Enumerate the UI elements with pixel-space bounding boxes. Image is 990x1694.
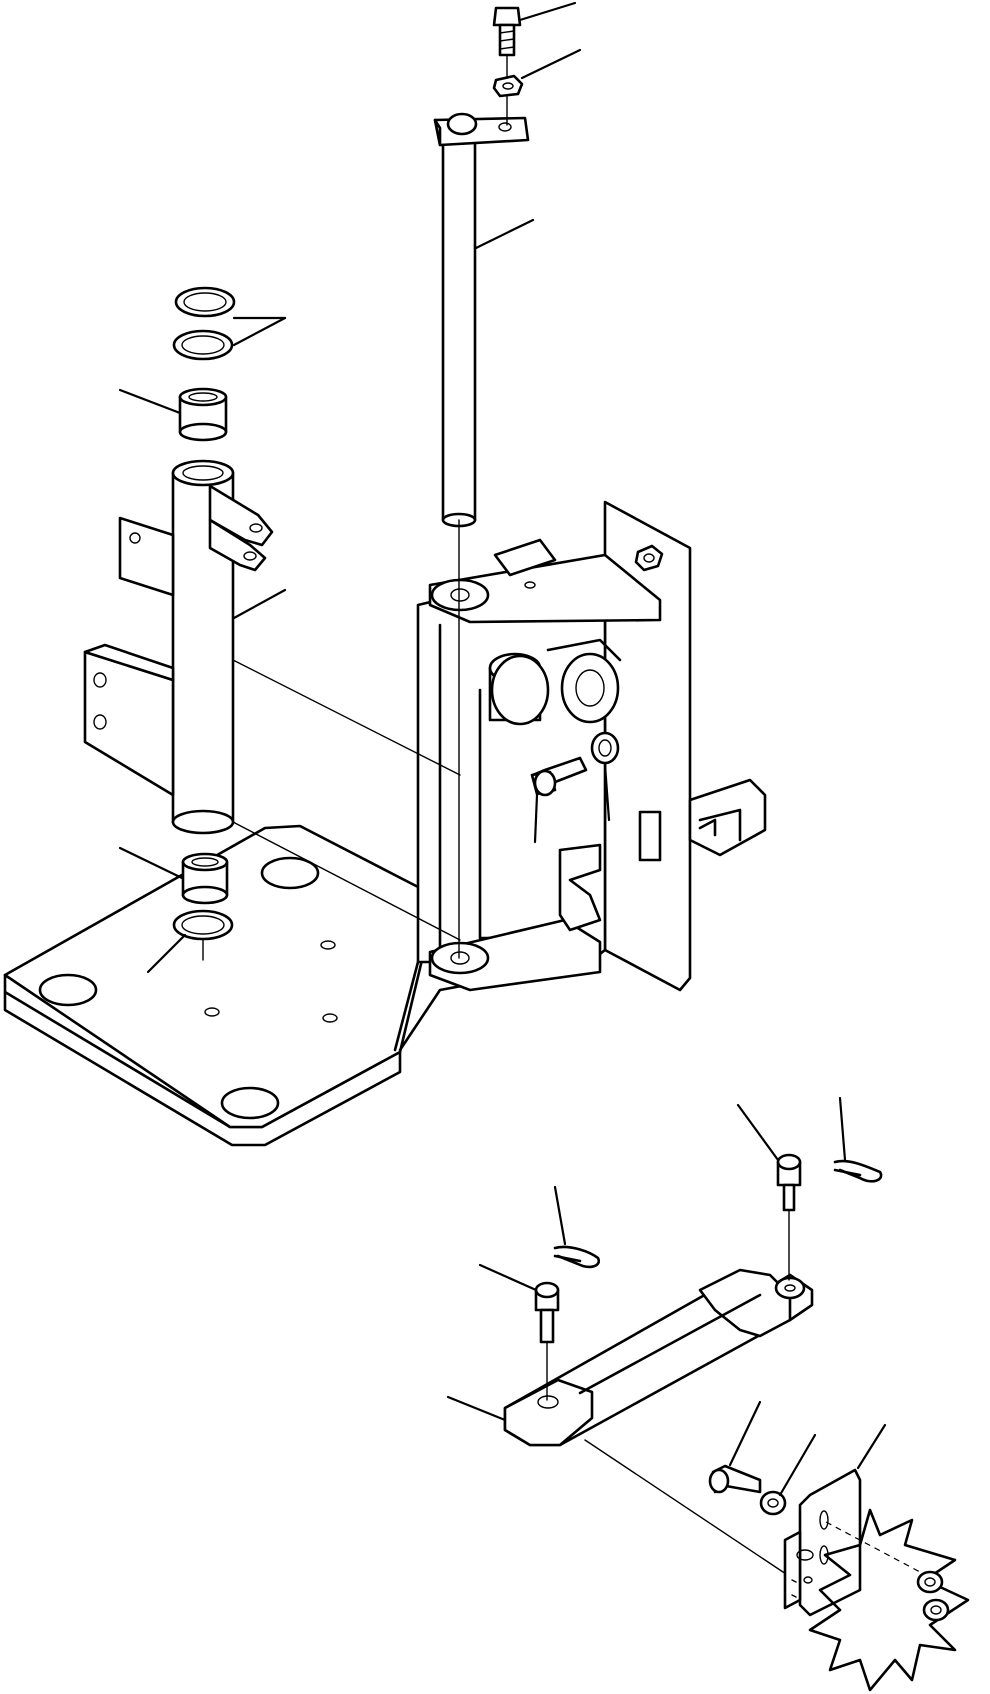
lower-bushing — [181, 852, 229, 905]
leader-lines — [118, 1, 887, 1497]
plate-bolt — [708, 1464, 762, 1494]
cylinder-pin-lower — [534, 1281, 560, 1401]
bracket-frame — [393, 500, 767, 1052]
seal-rings — [172, 286, 236, 361]
base-plate — [3, 824, 434, 1147]
lower-seal-ring — [172, 909, 234, 961]
center-bolt — [530, 756, 588, 797]
tube — [83, 459, 461, 941]
cotter-pin-upper — [833, 1159, 883, 1183]
plate-washer — [759, 1490, 787, 1516]
top-washer — [492, 74, 524, 126]
center-washer — [590, 731, 620, 765]
cylinder — [503, 1268, 814, 1581]
detail-callout — [808, 1508, 970, 1692]
vertical-pin — [433, 112, 530, 959]
cotter-pin-lower — [553, 1245, 601, 1269]
top-bolt — [492, 6, 522, 86]
upper-bushing — [178, 387, 228, 442]
cylinder-pin-upper — [776, 1153, 802, 1281]
